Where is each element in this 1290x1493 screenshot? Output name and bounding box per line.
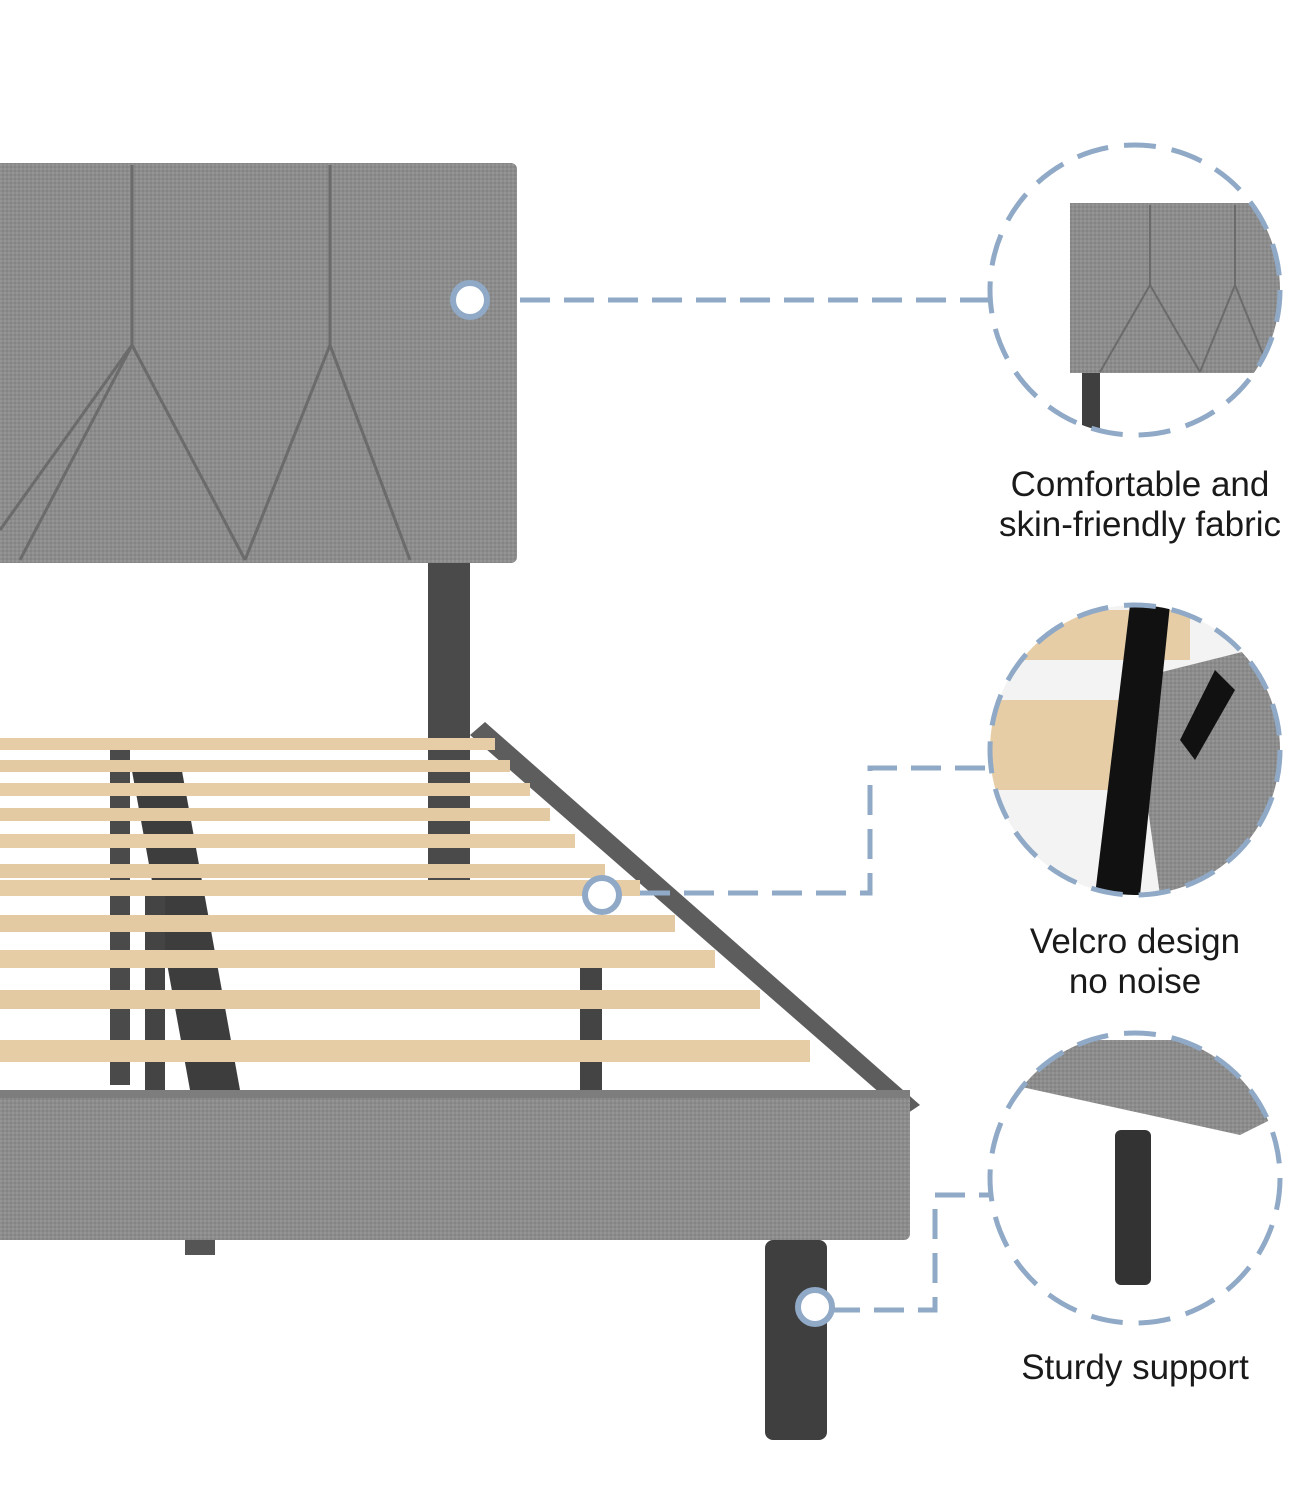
headboard xyxy=(0,163,517,563)
detail-circle-leg xyxy=(987,1030,1283,1326)
marker-dot-headboard[interactable] xyxy=(450,280,490,320)
detail-circle-velcro xyxy=(987,602,1283,898)
wooden-slats xyxy=(0,738,810,1062)
detail-circle-headboard xyxy=(987,142,1283,438)
side-rail xyxy=(470,722,920,1115)
callout-velcro-line1: Velcro design xyxy=(1029,922,1241,961)
foot-rail xyxy=(0,1090,910,1240)
marker-dot-velcro[interactable] xyxy=(582,875,622,915)
callout-fabric-line1: Comfortable and xyxy=(1010,465,1270,504)
callout-fabric-line2: skin-friendly fabric xyxy=(998,505,1282,544)
leader-lines xyxy=(520,297,990,1313)
callout-fabric-label: Comfortable and skin-friendly fabric xyxy=(980,465,1290,545)
marker-dot-leg[interactable] xyxy=(795,1287,835,1327)
bed-legs xyxy=(185,1240,827,1440)
callout-support-label: Sturdy support xyxy=(990,1348,1280,1388)
callout-velcro-label: Velcro design no noise xyxy=(990,922,1280,1002)
callout-support-line1: Sturdy support xyxy=(1021,1348,1249,1387)
callout-velcro-line2: no noise xyxy=(1068,962,1202,1001)
